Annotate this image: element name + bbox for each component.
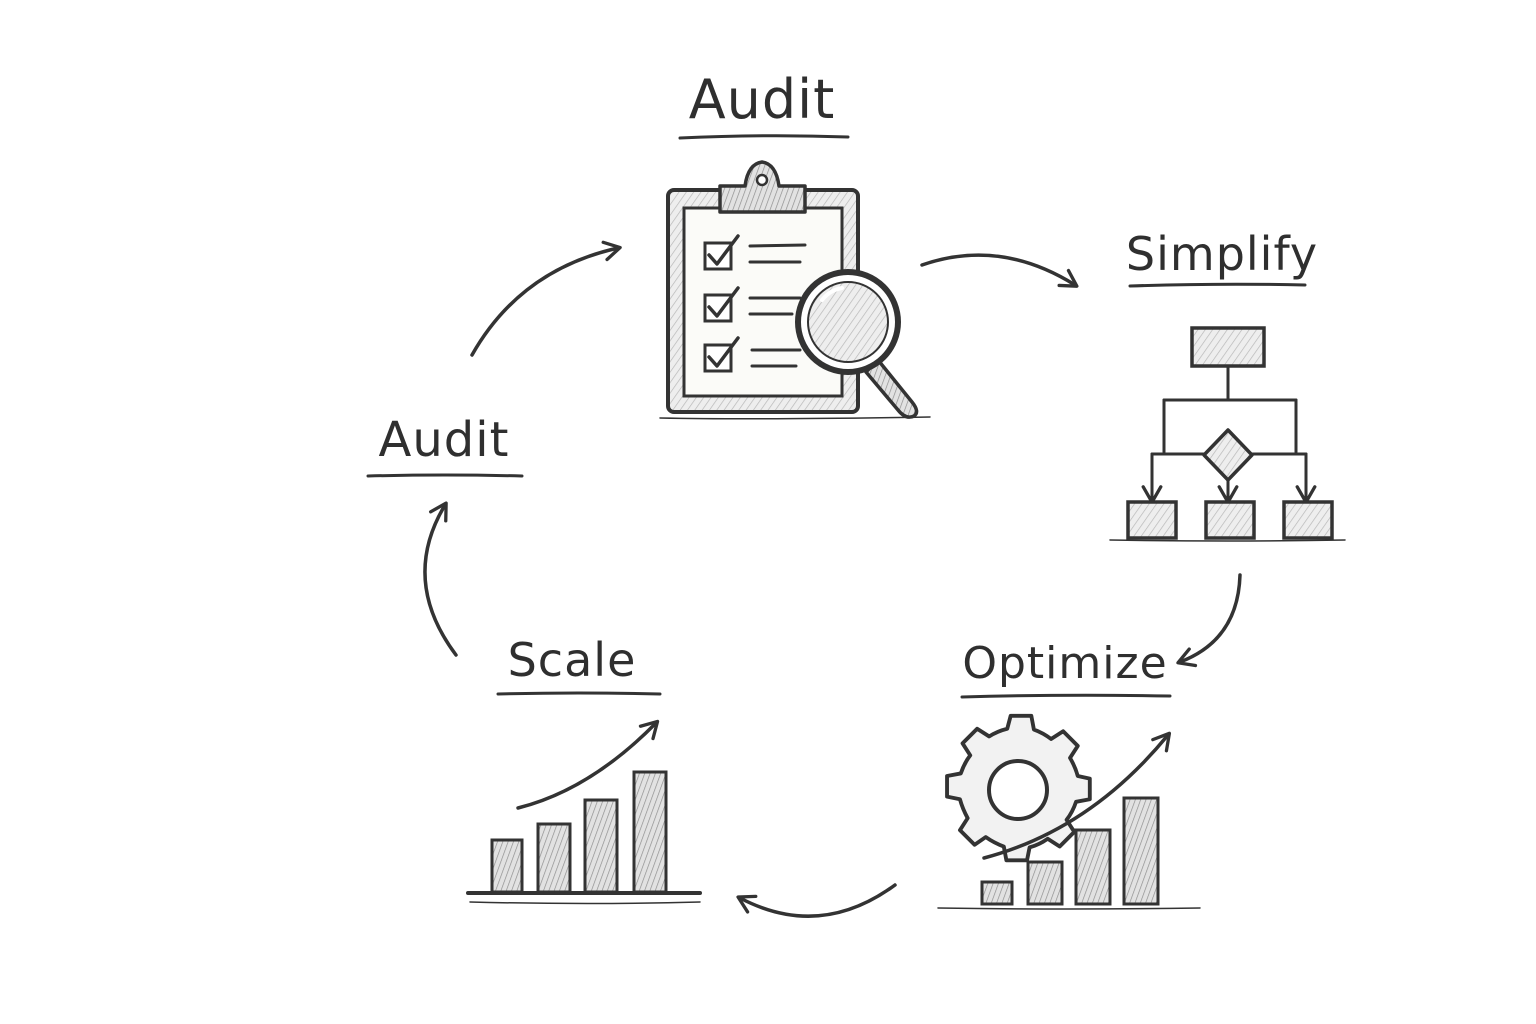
arrow-audit-to-audit [470,240,622,357]
arrow-simplify-to-optimize [1176,573,1242,668]
label-underline [960,693,1172,699]
step-simplify: Simplify [1126,227,1318,288]
step-label-scale: Scale [508,633,637,687]
label-underline [366,473,524,478]
clipboard-magnifier-icon [659,160,931,420]
label-underline [678,134,850,140]
step-audit-left: Audit [366,412,524,478]
step-label-simplify: Simplify [1126,227,1318,281]
step-label-optimize: Optimize [962,638,1167,689]
label-underline [1128,282,1307,288]
gear-icon [945,713,1092,863]
checklist [703,234,807,373]
arrow-scale-to-audit [423,501,458,657]
gear-growth-chart-icon [937,713,1201,910]
cycle-arrows [423,240,1242,918]
step-optimize: Optimize [960,638,1172,699]
label-underline [496,691,662,696]
step-scale: Scale [496,633,662,696]
step-label-audit-top: Audit [689,68,836,131]
magnifier-icon [795,269,919,419]
growth-bar-chart-icon [466,719,702,905]
arrow-audit-to-simplify [920,253,1079,288]
arrow-optimize-to-scale [736,883,897,918]
step-audit-top: Audit [678,68,850,140]
flowchart-icon [1109,326,1346,542]
step-label-audit-left: Audit [379,412,510,468]
